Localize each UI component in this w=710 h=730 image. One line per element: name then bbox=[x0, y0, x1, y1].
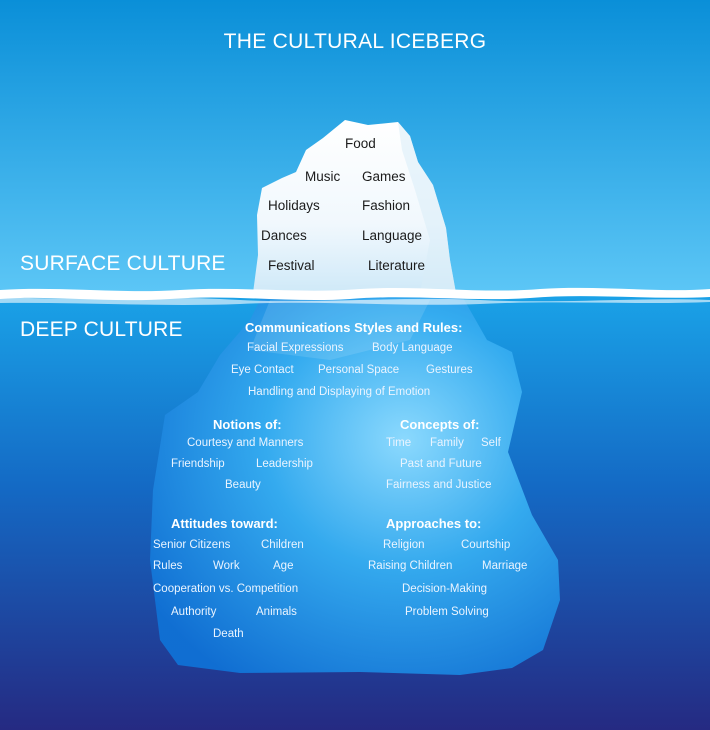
communication-item: Facial Expressions bbox=[247, 342, 344, 354]
notions-item: Friendship bbox=[171, 458, 225, 470]
attitudes-item: Work bbox=[213, 560, 240, 572]
communication-item: Gestures bbox=[426, 364, 473, 376]
notions-heading: Notions of: bbox=[213, 417, 282, 432]
waterline-shine bbox=[0, 297, 710, 305]
surface-item-food: Food bbox=[345, 136, 376, 151]
deep-culture-label: DEEP CULTURE bbox=[20, 318, 183, 341]
diagram-title: THE CULTURAL ICEBERG bbox=[223, 30, 487, 53]
surface-item-festival: Festival bbox=[268, 258, 315, 273]
approaches-heading: Approaches to: bbox=[386, 516, 482, 531]
attitudes-item: Cooperation vs. Competition bbox=[153, 583, 299, 595]
surface-item-language: Language bbox=[362, 228, 423, 243]
attitudes-item: Rules bbox=[153, 560, 183, 572]
communication-item: Body Language bbox=[372, 342, 453, 354]
approaches-item: Religion bbox=[383, 539, 425, 551]
surface-item-games: Games bbox=[362, 169, 406, 184]
iceberg-highlight bbox=[250, 300, 430, 360]
surface-culture-label: SURFACE CULTURE bbox=[20, 252, 226, 275]
approaches-item: Problem Solving bbox=[405, 606, 489, 618]
attitudes-item: Death bbox=[213, 628, 244, 640]
attitudes-item: Children bbox=[261, 539, 304, 551]
communication-heading: Communications Styles and Rules: bbox=[245, 320, 463, 335]
attitudes-item: Age bbox=[273, 560, 294, 572]
approaches-item: Courtship bbox=[461, 539, 511, 551]
surface-item-dances: Dances bbox=[261, 228, 307, 243]
surface-item-music: Music bbox=[305, 169, 341, 184]
concepts-item: Self bbox=[481, 437, 501, 449]
attitudes-item: Animals bbox=[256, 606, 297, 618]
surface-item-literature: Literature bbox=[368, 258, 426, 273]
surface-item-holidays: Holidays bbox=[268, 198, 320, 213]
concepts-item: Fairness and Justice bbox=[386, 479, 492, 491]
concepts-item: Family bbox=[430, 437, 464, 449]
concepts-item: Time bbox=[386, 437, 412, 449]
approaches-item: Decision-Making bbox=[402, 583, 488, 595]
approaches-item: Marriage bbox=[482, 560, 528, 572]
iceberg-underwater bbox=[150, 296, 560, 675]
communication-item: Personal Space bbox=[318, 364, 400, 376]
communication-item: Handling and Displaying of Emotion bbox=[248, 386, 431, 398]
surface-item-fashion: Fashion bbox=[362, 198, 411, 213]
concepts-item: Past and Future bbox=[400, 458, 482, 470]
iceberg-tip bbox=[253, 120, 456, 293]
attitudes-item: Senior Citizens bbox=[153, 539, 231, 551]
concepts-heading: Concepts of: bbox=[400, 417, 480, 432]
attitudes-heading: Attitudes toward: bbox=[171, 516, 278, 531]
communication-item: Eye Contact bbox=[231, 364, 294, 376]
notions-item: Beauty bbox=[225, 479, 261, 491]
attitudes-item: Authority bbox=[171, 606, 217, 618]
approaches-item: Raising Children bbox=[368, 560, 453, 572]
notions-item: Leadership bbox=[256, 458, 313, 470]
waterline-foam bbox=[0, 287, 710, 301]
notions-item: Courtesy and Manners bbox=[187, 437, 304, 449]
iceberg-tip-shade bbox=[398, 122, 456, 293]
